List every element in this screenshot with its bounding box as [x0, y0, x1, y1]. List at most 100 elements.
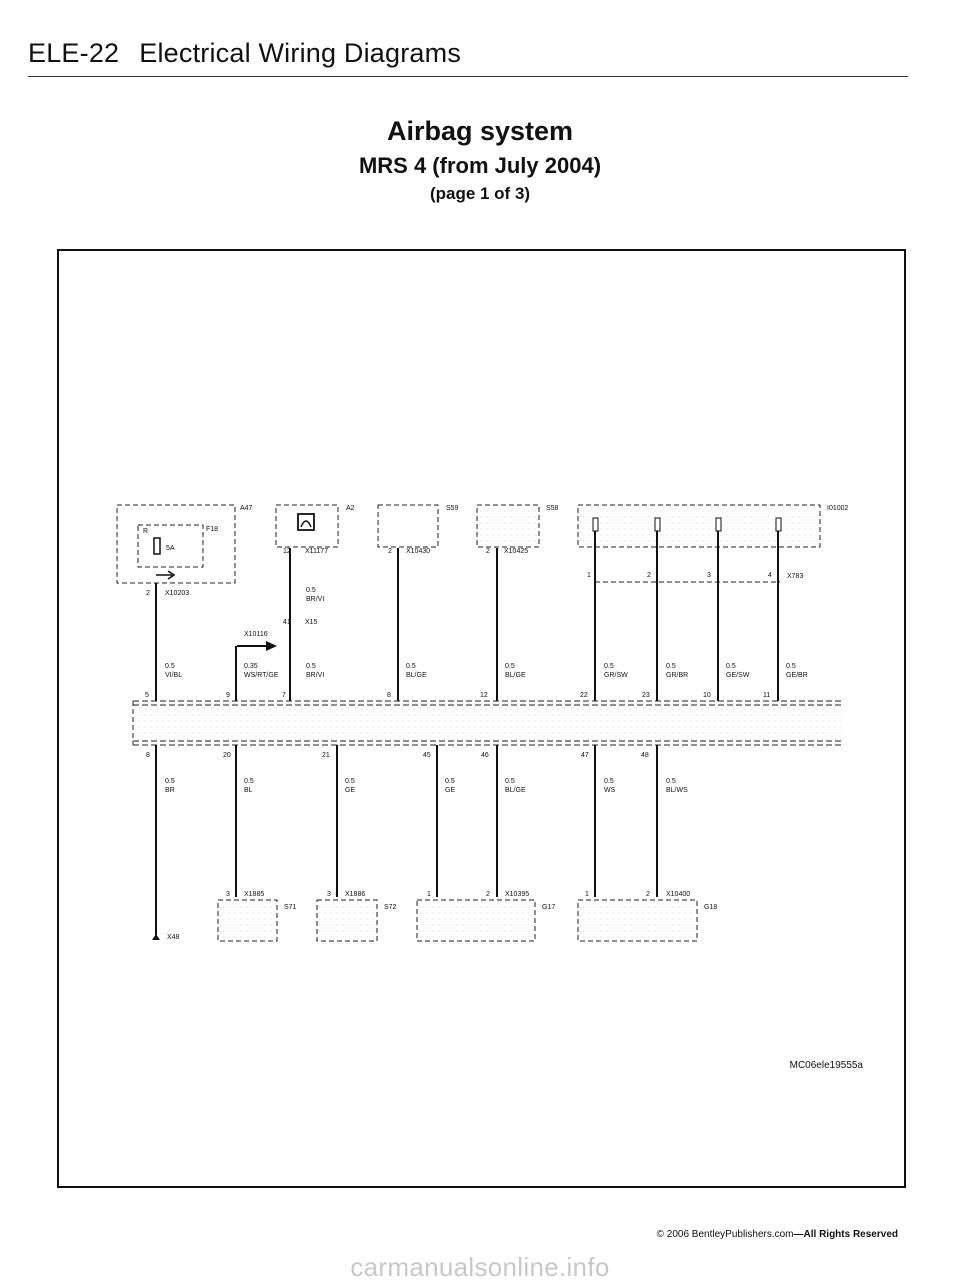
- module-pin: 12: [480, 692, 488, 699]
- x10203-label: X10203: [165, 590, 189, 597]
- module-pin: 8: [387, 692, 391, 699]
- page-header: ELE-22 Electrical Wiring Diagrams: [28, 38, 461, 69]
- x15-wire-color: BR/VI: [306, 596, 324, 603]
- arrow-right-icon: [156, 570, 176, 580]
- module-pin: 23: [642, 692, 650, 699]
- diagram-frame: [57, 249, 906, 1188]
- wire-color: GE: [445, 787, 455, 794]
- component-a47: [116, 504, 236, 584]
- x1886-label: X1886: [345, 891, 365, 898]
- figure-code: MC06ele19555a: [790, 1060, 864, 1071]
- x10395-pin: 1: [427, 891, 431, 898]
- wire-size: 0.5: [505, 778, 515, 785]
- a47-label: A47: [240, 505, 253, 512]
- wire-color: BL: [244, 787, 253, 794]
- x10116-label: X10116: [244, 631, 268, 638]
- wire-size: 0.5: [244, 778, 254, 785]
- module-pin: 48: [641, 752, 649, 759]
- x15-label: X15: [305, 619, 318, 626]
- x783-pin: 1: [587, 572, 591, 579]
- x1886-pin: 3: [327, 891, 331, 898]
- watermark: carmanualsonline.info: [350, 1252, 610, 1282]
- wire-color: GR/BR: [666, 672, 688, 679]
- copyright-notice: © 2006 BentleyPublishers.com—All Rights …: [657, 1229, 898, 1240]
- diagram-subtitle: MRS 4 (from July 2004): [358, 153, 602, 178]
- s59-label: S59: [446, 505, 459, 512]
- module-pin: 21: [322, 752, 330, 759]
- s72-label: S72: [384, 904, 397, 911]
- wire-size: 0.5: [726, 663, 736, 670]
- x15-pin: 41: [283, 619, 291, 626]
- module-pin: 7: [282, 692, 286, 699]
- wire-size: 0.5: [604, 778, 614, 785]
- wire-size: 0.5: [505, 663, 515, 670]
- section-number: ELE-22: [28, 38, 120, 68]
- wire-color: VI/BL: [165, 672, 182, 679]
- section-title: Electrical Wiring Diagrams: [139, 38, 462, 68]
- x783-pin: 4: [768, 572, 772, 579]
- g17-label: G17: [542, 904, 555, 911]
- wire-color: BL/WS: [666, 787, 688, 794]
- ground-icon: [152, 934, 160, 940]
- s58-label: S58: [546, 505, 559, 512]
- component-g17: [416, 899, 536, 942]
- module-pin: 9: [226, 692, 230, 699]
- a2-label: A2: [346, 505, 355, 512]
- wire-size: 0.5: [445, 778, 455, 785]
- airbag-module-icon: [592, 517, 599, 532]
- x10400-label: X10400: [666, 891, 690, 898]
- module-pin: 5: [145, 692, 149, 699]
- x11177-pin: 12: [283, 548, 291, 555]
- module-pin: 45: [423, 752, 431, 759]
- wire-color: GE/BR: [786, 672, 808, 679]
- x10395-pin: 2: [486, 891, 490, 898]
- wire-color: BL/GE: [505, 672, 526, 679]
- x10430-label: X10430: [406, 548, 430, 555]
- wire-size: 0.5: [406, 663, 416, 670]
- wire-size: 0.5: [306, 663, 316, 670]
- wire-size: 0.35: [244, 663, 258, 670]
- airbag-control-module: [132, 700, 841, 746]
- component-i01002: [577, 504, 821, 548]
- airbag-module-icon: [775, 517, 782, 532]
- wire-size: 0.5: [666, 663, 676, 670]
- x10425-label: X10425: [504, 548, 528, 555]
- wire-size: 0.5: [165, 778, 175, 785]
- x783-label: X783: [787, 573, 803, 580]
- wire-size: 0.5: [165, 663, 175, 670]
- f18-rating: 5A: [166, 545, 175, 552]
- wire-color: WS/RT/GE: [244, 672, 279, 679]
- module-pin: 22: [580, 692, 588, 699]
- x15-wire-size: 0.5: [306, 587, 316, 594]
- diagram-title: Airbag system: [386, 116, 574, 146]
- x10425-pin: 2: [486, 548, 490, 555]
- copyright-prefix: © 2006 BentleyPublishers.com: [656, 1229, 794, 1240]
- x11177-label: X11177: [305, 548, 328, 555]
- module-pin: 8: [146, 752, 150, 759]
- copyright-suffix: —All Rights Reserved: [793, 1229, 898, 1240]
- wire-size: 0.5: [345, 778, 355, 785]
- wire-color: BL/GE: [406, 672, 427, 679]
- component-s59: [377, 504, 439, 548]
- x1885-label: X1885: [244, 891, 264, 898]
- wire-color: GE: [345, 787, 355, 794]
- component-s71: [217, 899, 278, 942]
- module-pin: 20: [223, 752, 231, 759]
- wire-color: BR: [165, 787, 175, 794]
- wire-size: 0.5: [666, 778, 676, 785]
- header-rule: [28, 76, 908, 77]
- wire-color: WS: [604, 787, 616, 794]
- airbag-module-icon: [654, 517, 661, 532]
- wire-color: BL/GE: [505, 787, 526, 794]
- module-pin: 47: [581, 752, 589, 759]
- s71-label: S71: [284, 904, 297, 911]
- arrow-head-icon: [266, 641, 277, 651]
- x1885-pin: 3: [226, 891, 230, 898]
- x10430-pin: 2: [388, 548, 392, 555]
- x783-pin: 2: [647, 572, 651, 579]
- i01002-label: I01002: [827, 505, 849, 512]
- wire-size: 0.5: [786, 663, 796, 670]
- x10203-pin: 2: [146, 590, 150, 597]
- wire-color: BR/VI: [306, 672, 324, 679]
- x10400-pin: 1: [585, 891, 589, 898]
